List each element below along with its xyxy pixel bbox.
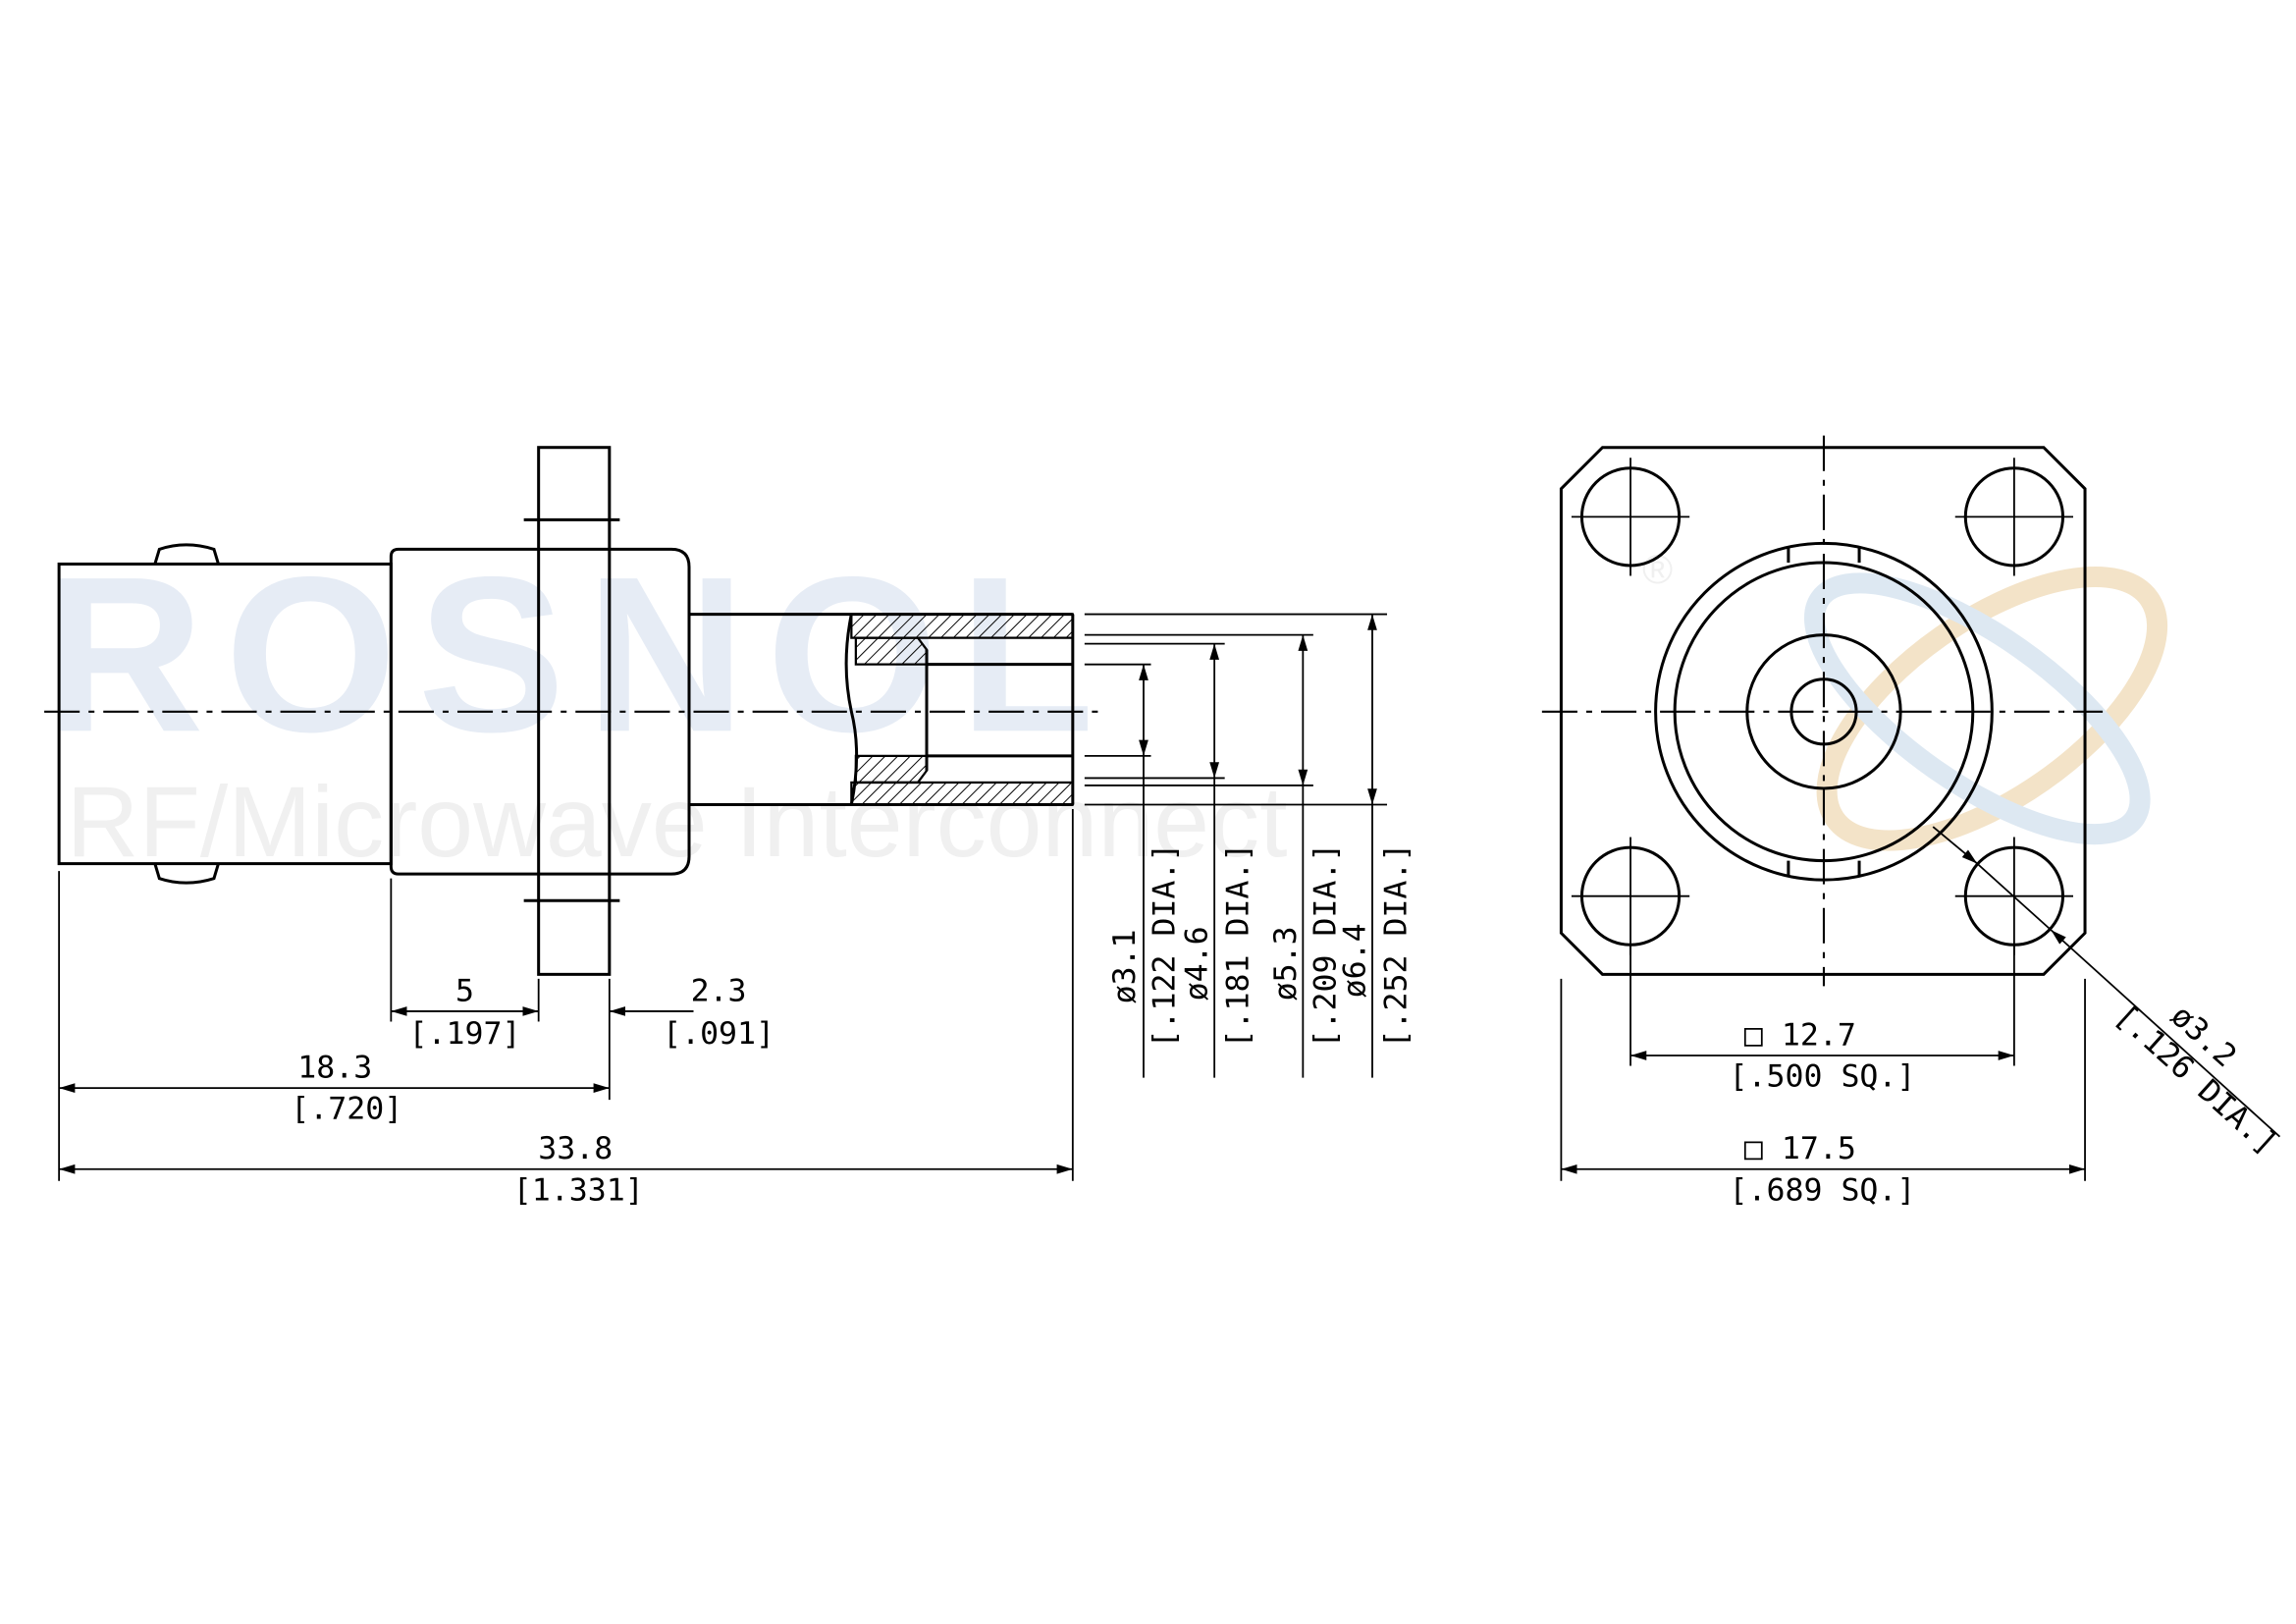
front-view: □ 12.7 [.500 SQ.] □ 17.5 [.689 SQ.] ø3.2… [1541,435,2284,1208]
side-view: ø3.1 [.122 DIA.] ø4.6 [.181 DIA.] ø5.3 [… [44,446,1415,1208]
dim-18-3-in: [.720] [291,1092,402,1127]
dim-5-mm: 5 [455,973,474,1008]
dim-17-5-in: [.689 SQ.] [1729,1172,1915,1208]
dim-5-in: [.197] [409,1016,521,1052]
svg-text:RF/Microwave Interconnect: RF/Microwave Interconnect [67,765,1288,878]
diameter-labels: ø3.1 [.122 DIA.] ø4.6 [.181 DIA.] ø5.3 [… [1107,843,1415,1049]
dia-6-4-in: [.252 DIA.] [1379,843,1415,1049]
dim-18-3-mm: 18.3 [297,1051,372,1086]
dia-3-1-in: [.122 DIA.] [1148,843,1183,1049]
flange-outline [1559,446,2087,976]
dim-12-7-in: [.500 SQ.] [1729,1059,1915,1095]
dia-4-6-mm: ø4.6 [1180,926,1215,1001]
dim-12-7-mm: □ 12.7 [1744,1018,1856,1054]
dia-5-3-in: [.209 DIA.] [1308,843,1343,1049]
svg-text:®: ® [1642,546,1673,592]
dia-3-1-mm: ø3.1 [1107,929,1143,1003]
dim-2-3-mm: 2.3 [691,973,747,1008]
dia-6-4-mm: ø6.4 [1337,923,1372,998]
watermark-logo: ROSNOL ® RF/Microwave Interconnect [44,530,2168,878]
svg-text:ROSNOL: ROSNOL [44,530,1115,778]
flange [537,446,612,976]
tube-wall-top [850,613,1074,639]
dim-17-5-mm: □ 17.5 [1744,1131,1856,1166]
dim-2-3-in: [.091] [663,1016,774,1052]
bayonet-studs [153,543,220,885]
dim-33-8-in: [1.331] [513,1172,644,1208]
dia-4-6-in: [.181 DIA.] [1221,843,1256,1049]
dia-5-3-mm: ø5.3 [1268,926,1304,1001]
dim-33-8-mm: 33.8 [538,1131,613,1166]
coupling-body [389,547,691,876]
tube-wall-bottom [850,781,1074,806]
